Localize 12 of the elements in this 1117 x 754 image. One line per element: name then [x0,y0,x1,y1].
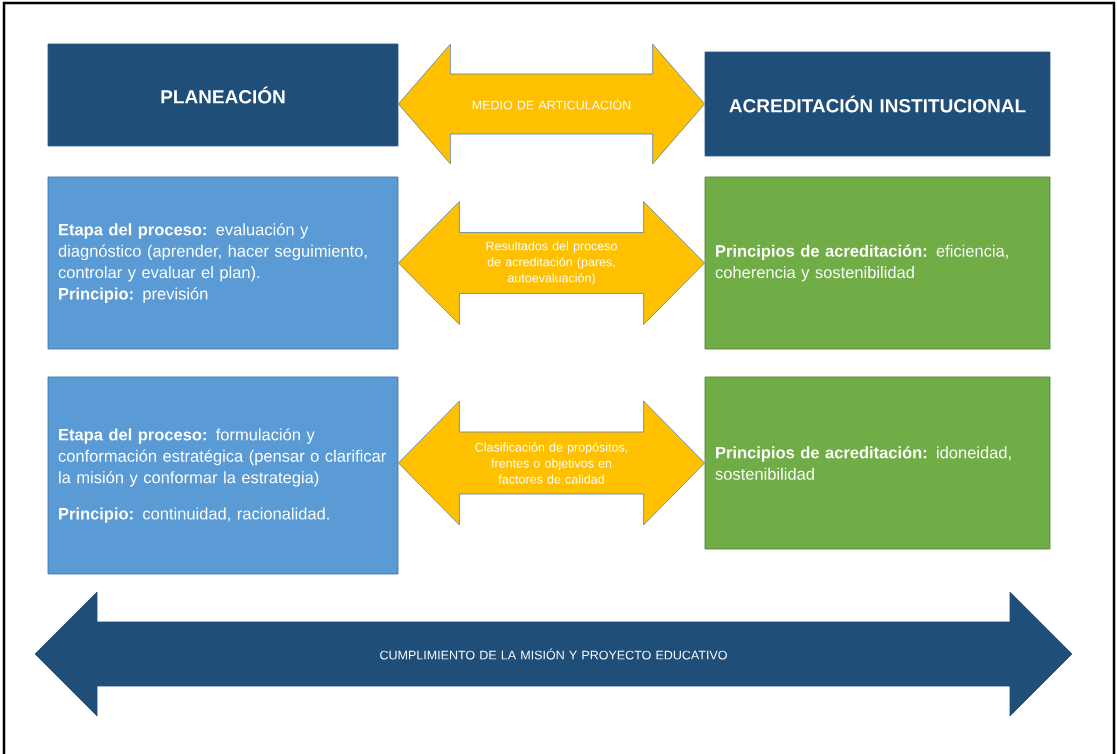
text-box: Etapa del proceso: evaluación y diagnóstico (aprender, hacer seguimiento, controlar y evaluar el plan). Principio: previsión [47,176,399,350]
title-box: PLANEACIÓN [47,43,399,147]
text-box: Etapa del proceso: formulación y conformación estratégica (pensar o clarificar la misión y conformar la estrategia) Principio: continuidad, racionalidad. [47,376,399,575]
double-arrow [398,400,705,526]
double-arrow [398,43,705,165]
double-arrow [398,201,705,325]
text-box: Principios de acreditación: eficiencia, coherencia y sostenibilidad [704,176,1051,350]
edge-label: Resultados del proceso de acreditación (pares, autoevaluación) [486,241,617,285]
text-box: Principios de acreditación: idoneidad, sostenibilidad [704,376,1051,550]
title-box: ACREDITACIÓN INSTITUCIONAL [704,51,1051,157]
edge-label: Clasificación de propósitos, frentes o objetivos en factores de calidad [475,442,628,484]
edge-label: MEDIO DE ARTICULACIÓN [472,98,631,110]
